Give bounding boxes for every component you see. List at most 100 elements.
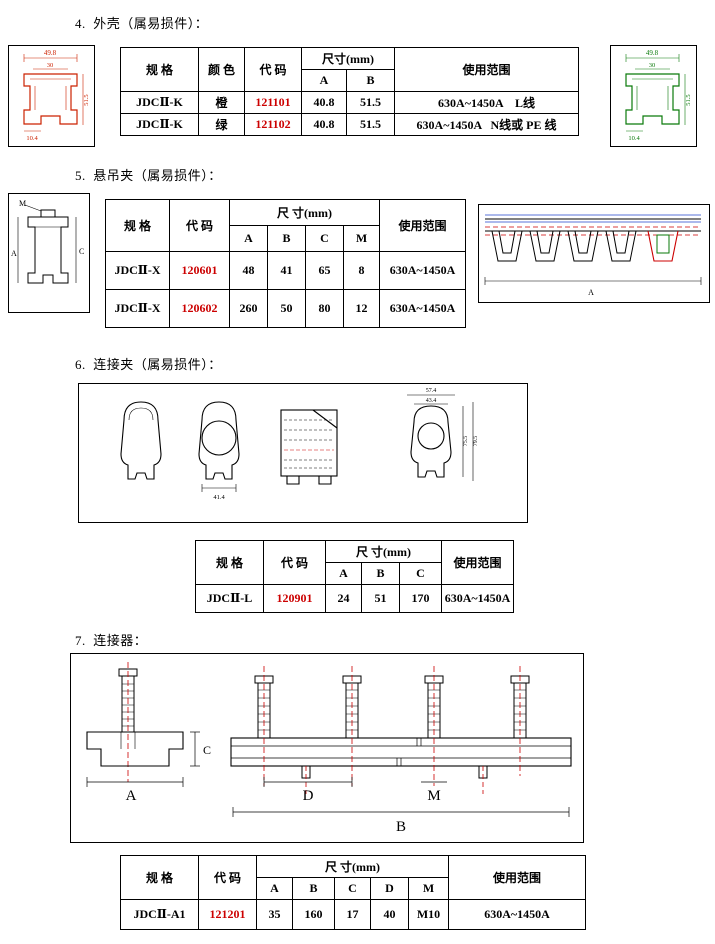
view-3-outline <box>280 409 338 485</box>
header-dim-c: C <box>334 877 371 900</box>
shell-profile-red-drawing: 49.8 30 10.4 51.5 <box>23 49 90 142</box>
cell-a: 35 <box>256 899 293 930</box>
view-1-outline <box>120 401 162 480</box>
cell-spec: JDCⅡ-K <box>120 91 199 114</box>
cell-c: 17 <box>334 899 371 930</box>
cell-b: 50 <box>267 289 306 328</box>
cell-range: 630A~1450A N线或 PE 线 <box>394 113 579 136</box>
shell-profile-green-drawing: 49.8 30 10.4 51.5 <box>625 49 692 142</box>
section-6-title: 6. 连接夹（属易损件）： <box>75 357 222 372</box>
header-spec: 规 格 <box>195 540 264 585</box>
dim-label-c: C <box>79 247 84 256</box>
header-dim-d: D <box>370 877 409 900</box>
header-code: 代 码 <box>263 540 326 585</box>
cell-b: 41 <box>267 251 306 290</box>
header-range: 使用范围 <box>394 47 579 92</box>
dim-label-top: 49.8 <box>646 49 659 57</box>
rail-outline <box>485 218 701 262</box>
stud-centerlines <box>305 766 484 794</box>
table-row: JDCⅡ-K 绿 121102 40.8 51.5 630A~1450A N线或… <box>120 113 579 136</box>
suspension-clamp-table: 规 格 代 码 尺 寸(mm) 使用范围 A B C M JDCⅡ-X 1206… <box>105 199 466 328</box>
dimension-lines <box>23 54 84 132</box>
header-dim-c: C <box>399 562 442 585</box>
header-dim-b: B <box>361 562 400 585</box>
view-2-dimension <box>201 484 237 492</box>
cell-b: 51.5 <box>346 113 395 136</box>
dim-label-m: M <box>427 788 440 804</box>
cell-spec: JDCⅡ-X <box>105 251 170 290</box>
cell-c: 65 <box>305 251 344 290</box>
shell-drawing-right-box: 49.8 30 10.4 51.5 <box>610 45 697 147</box>
dim-label-mid: 30 <box>649 62 656 69</box>
dim-label-a: A <box>11 249 17 258</box>
header-dim-a: A <box>325 562 362 585</box>
header-dim-m: M <box>408 877 449 900</box>
dim-label-bottom: 10.4 <box>26 135 38 142</box>
dimension-lines <box>625 54 686 132</box>
table-row: JDCⅡ-X 120601 48 41 65 8 630A~1450A <box>105 251 466 290</box>
connection-clamp-table: 规 格 代 码 尺 寸(mm) 使用范围 A B C JDCⅡ-L 120901… <box>195 540 514 613</box>
header-code: 代 码 <box>198 855 257 900</box>
dim-label-right: 51.5 <box>685 94 692 105</box>
dim-label-a: A <box>126 788 137 804</box>
dim-label-right: 51.5 <box>83 94 90 105</box>
header-color: 颜 色 <box>198 47 245 92</box>
table-row: JDCⅡ-A1 121201 35 160 17 40 M10 630A~145… <box>120 899 586 930</box>
view-4-dimension-lines <box>407 394 474 481</box>
connector-drawing: A C <box>86 662 572 835</box>
cell-range: 630A~1450A <box>448 899 586 930</box>
cell-a: 24 <box>325 584 362 613</box>
header-spec: 规 格 <box>120 47 199 92</box>
cell-b: 51 <box>361 584 400 613</box>
dim-label-top: 49.8 <box>44 49 57 57</box>
dim-label-bottom: 10.4 <box>628 135 640 142</box>
header-dim-a: A <box>256 877 293 900</box>
dim-label-79: 79.5 <box>473 436 479 447</box>
section-5-title: 5. 悬吊夹（属易损件）： <box>75 168 222 183</box>
highlighted-clamp-outline <box>647 230 679 262</box>
suspension-clamp-profile-drawing: M C A <box>11 199 84 284</box>
connection-clamp-views-drawing: 41.4 57.4 43.4 75.5 <box>120 388 479 501</box>
header-spec: 规 格 <box>120 855 199 900</box>
header-dim-c: C <box>305 225 344 252</box>
suspension-rail-drawing: A <box>484 214 702 297</box>
shell-drawing-left-box: 49.8 30 10.4 51.5 <box>8 45 95 147</box>
dim-label-57: 57.4 <box>426 388 437 394</box>
dim-a-line <box>86 777 184 787</box>
connection-clamp-drawing-box: 41.4 57.4 43.4 75.5 <box>78 383 528 523</box>
dim-label-mid: 30 <box>47 62 54 69</box>
dim-b-line <box>232 807 570 817</box>
dim-c-line <box>190 731 200 767</box>
header-dim-b: B <box>292 877 335 900</box>
cell-range: 630A~1450A <box>379 289 466 328</box>
dimension-lines <box>484 277 702 285</box>
cell-m: 12 <box>343 289 380 328</box>
dim-label-d: D <box>303 788 314 804</box>
header-range: 使用范围 <box>379 199 466 252</box>
connector-bar <box>230 737 572 767</box>
header-code: 代 码 <box>244 47 302 92</box>
cell-code: 121101 <box>244 91 302 114</box>
header-size: 尺 寸(mm) <box>325 540 442 563</box>
header-dim-b: B <box>346 69 395 92</box>
cell-spec: JDCⅡ-X <box>105 289 170 328</box>
header-code: 代 码 <box>169 199 230 252</box>
cell-code: 120602 <box>169 289 230 328</box>
dim-label-41: 41.4 <box>213 494 225 501</box>
header-spec: 规 格 <box>105 199 170 252</box>
bolt-centerlines <box>263 666 521 786</box>
header-dim-m: M <box>343 225 380 252</box>
header-range: 使用范围 <box>448 855 586 900</box>
cell-m: 8 <box>343 251 380 290</box>
cell-a: 48 <box>229 251 268 290</box>
view-3-hatch-lines <box>284 419 334 469</box>
shell-spec-table: 规 格 颜 色 代 码 尺寸(mm) 使用范围 A B JDCⅡ-K 橙 121… <box>120 47 579 136</box>
cell-code: 120601 <box>169 251 230 290</box>
section-4-title: 4. 外壳（属易损件）： <box>75 16 209 31</box>
header-dim-a: A <box>229 225 268 252</box>
dim-label-a: A <box>588 288 594 297</box>
cell-spec: JDCⅡ-K <box>120 113 199 136</box>
cell-range: 630A~1450A <box>379 251 466 290</box>
header-size: 尺寸(mm) <box>301 47 395 70</box>
